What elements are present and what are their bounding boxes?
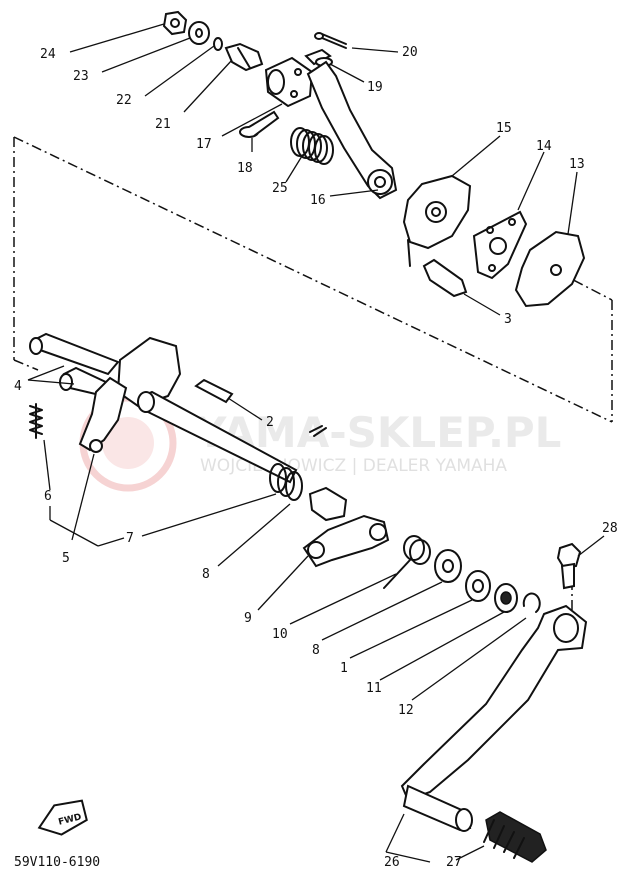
circlip-22 [213,37,223,51]
label-7: 7 [126,531,134,546]
label-23: 23 [73,69,89,84]
label-22: 22 [116,93,132,108]
diagram-code: 59V110-6190 [14,855,100,870]
shaft-end-splined [308,486,348,522]
label-9: 9 [244,611,252,626]
label-28: 28 [602,521,618,536]
bolt-28 [556,542,582,590]
bolt-21 [224,42,264,72]
lever-9 [302,514,390,568]
fwd-arrow-icon: FWD [37,799,88,836]
spring-6 [29,403,43,439]
part-labels: 24 23 22 21 20 19 17 18 25 16 15 14 13 3… [14,45,618,870]
label-3: 3 [504,312,512,327]
label-4: 4 [14,379,22,394]
label-11: 11 [366,681,382,696]
joint-17 [264,56,314,108]
bolt-3 [422,258,468,298]
label-18: 18 [237,161,253,176]
label-13: 13 [569,157,585,172]
rod-16 [306,60,398,200]
shift-arm-26 [400,604,588,832]
label-8-lower: 8 [312,643,320,658]
segment-13 [514,230,586,308]
label-2: 2 [266,415,274,430]
pin-19 [304,48,333,67]
shift-shaft-assembly [29,332,298,484]
collar-1 [465,570,491,602]
washer-23 [188,21,210,45]
label-1: 1 [340,661,348,676]
nut-24 [162,10,188,36]
label-27: 27 [446,855,462,870]
label-5: 5 [62,551,70,566]
rubber-27 [483,811,547,863]
washer-11 [494,583,518,613]
spring-8-shaft [269,425,327,501]
clip-12 [522,592,541,613]
washer-8 [434,549,462,583]
plate-14 [472,210,528,280]
spring-10 [383,535,431,589]
label-20: 20 [402,45,418,60]
label-15: 15 [496,121,512,136]
label-19: 19 [367,80,383,95]
cotter-pin-20 [314,32,347,49]
label-12: 12 [398,703,414,718]
label-14: 14 [536,139,552,154]
spring-25 [290,127,334,165]
label-24: 24 [40,47,56,62]
label-10: 10 [272,627,288,642]
label-25: 25 [272,181,288,196]
leader-lines [27,23,605,863]
label-26: 26 [384,855,400,870]
label-16: 16 [310,193,326,208]
label-17: 17 [196,137,212,152]
label-8-upper: 8 [202,567,210,582]
pin-18 [239,110,280,138]
cam-15 [402,174,472,267]
label-21: 21 [155,117,171,132]
label-6: 6 [44,489,52,504]
